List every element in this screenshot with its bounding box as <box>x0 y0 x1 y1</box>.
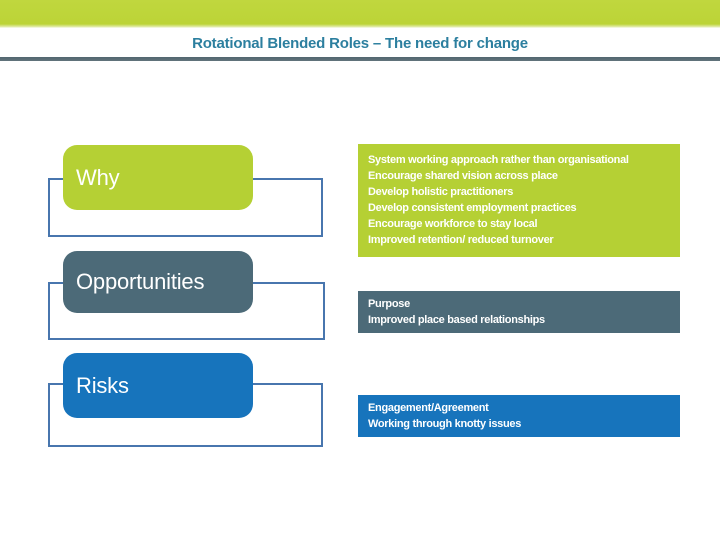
callout-opportunities: Purpose Improved place based relationshi… <box>358 291 680 333</box>
callout-risks: Engagement/Agreement Working through kno… <box>358 395 680 437</box>
slide-title: Rotational Blended Roles – The need for … <box>192 35 528 52</box>
top-accent-bar <box>0 0 720 28</box>
callout-why-line-3: Develop holistic practitioners <box>368 186 514 198</box>
callout-why-line-4: Develop consistent employment practices <box>368 202 577 214</box>
callout-why-line-6: Improved retention/ reduced turnover <box>368 234 554 246</box>
callout-opportunities-line-1: Purpose <box>368 298 410 310</box>
label-opportunities: Opportunities <box>76 269 205 294</box>
callout-why-line-1: System working approach rather than orga… <box>368 154 629 166</box>
label-why: Why <box>76 164 120 190</box>
label-box-why: Why <box>63 145 253 210</box>
callout-risks-line-2: Working through knotty issues <box>368 418 522 430</box>
label-box-risks: Risks <box>63 353 253 418</box>
label-risks: Risks <box>76 372 129 398</box>
callout-why: System working approach rather than orga… <box>358 144 680 257</box>
label-box-opportunities: Opportunities <box>63 251 253 313</box>
title-divider-line <box>0 57 720 61</box>
callout-opportunities-line-2: Improved place based relationships <box>368 314 545 326</box>
callout-why-line-2: Encourage shared vision across place <box>368 170 558 182</box>
callout-risks-line-1: Engagement/Agreement <box>368 402 489 414</box>
callout-why-line-5: Encourage workforce to stay local <box>368 218 538 230</box>
